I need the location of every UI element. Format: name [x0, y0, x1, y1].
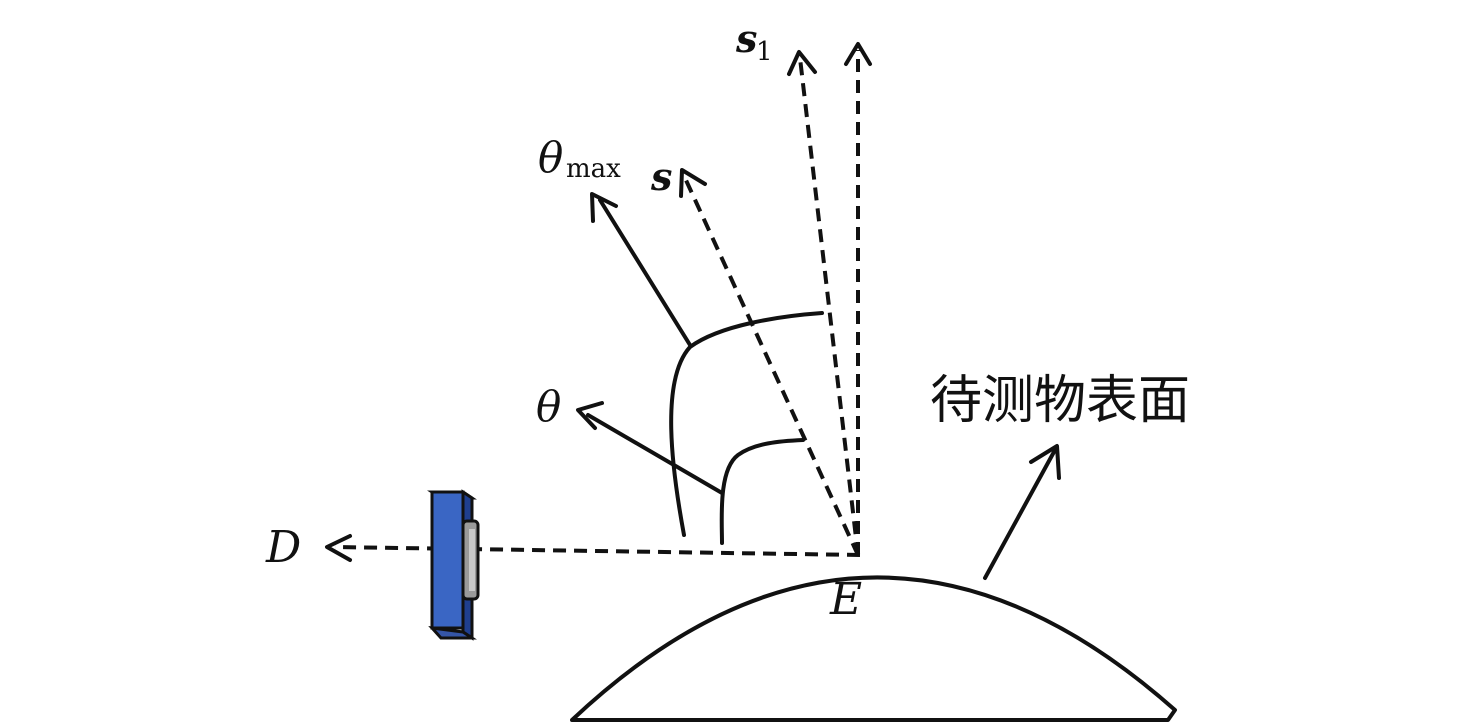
label-E: E	[829, 574, 862, 625]
surface-dome	[570, 575, 1177, 722]
ray-s	[683, 177, 860, 556]
ray-s-head	[679, 168, 707, 198]
label-theta-max: θ	[538, 133, 563, 182]
label-theta: θ	[536, 382, 561, 431]
normal-head	[844, 42, 872, 66]
arc-theta	[719, 438, 805, 545]
arc-theta-max	[669, 311, 824, 537]
surface-pointer-line	[983, 448, 1057, 580]
label-surface: 待测物表面	[930, 371, 1190, 431]
ray-s1	[798, 57, 860, 556]
theta-max-pointer-head	[590, 192, 618, 223]
detector-bottom	[428, 625, 477, 640]
label-D: D	[265, 522, 301, 573]
ray-ED	[334, 545, 861, 557]
ray-s1-head	[787, 50, 817, 76]
label-s1: s	[735, 16, 757, 61]
theta-max-pointer-line	[598, 198, 692, 347]
theta-pointer-line	[586, 413, 724, 495]
theta-pointer-head	[576, 401, 604, 430]
detector-front	[430, 490, 465, 630]
label-theta-max-sub: max	[566, 154, 621, 184]
detector-icon	[427, 489, 480, 641]
label-s: s	[650, 154, 672, 199]
surface-pointer-head	[1029, 444, 1061, 480]
label-s1-sub: 1	[756, 37, 773, 67]
ray-ED-head	[325, 534, 352, 562]
detector-lens-inner	[469, 529, 475, 591]
